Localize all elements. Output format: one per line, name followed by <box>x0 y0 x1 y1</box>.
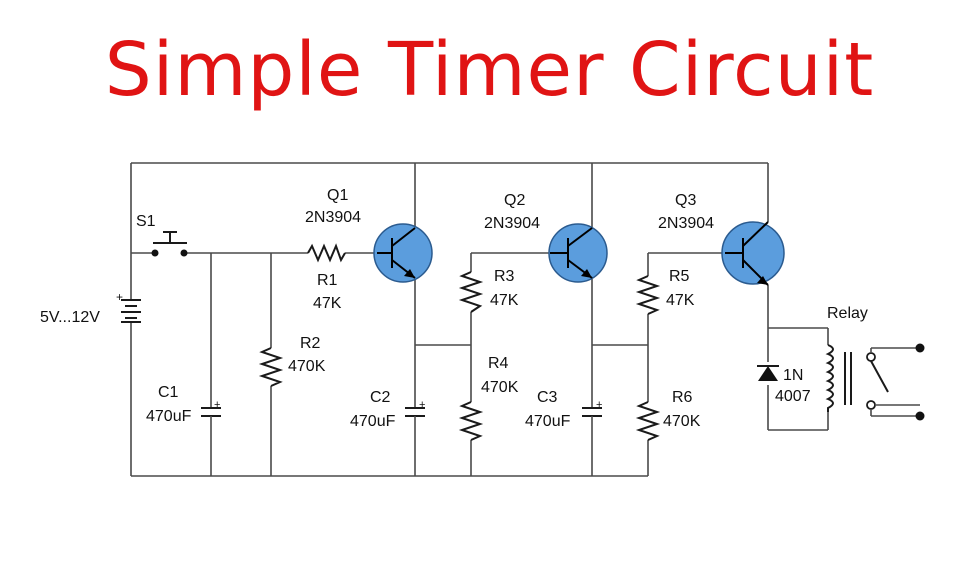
r3-value: 47K <box>490 292 519 309</box>
c2-value: 470uF <box>350 413 396 430</box>
r4-name: R4 <box>488 355 509 372</box>
diode-name: 1N <box>783 367 803 384</box>
diode-1n4007 <box>757 365 779 381</box>
battery <box>121 299 141 323</box>
resistor-r1 <box>307 243 346 263</box>
battery-plus: + <box>116 290 123 304</box>
r3-name: R3 <box>494 268 515 285</box>
labels: S1 5V...12V + Q1 2N3904 R1 47K R2 470K C… <box>40 187 868 430</box>
capacitor-c1 <box>201 407 221 424</box>
c3-name: C3 <box>537 389 558 406</box>
q3-name: Q3 <box>675 192 696 209</box>
c1-value: 470uF <box>146 408 192 425</box>
q2-type: 2N3904 <box>484 215 540 232</box>
c3-plus: + <box>596 399 602 411</box>
diagram-title: Simple Timer Circuit <box>104 27 875 113</box>
resistor-r5 <box>635 275 661 315</box>
q1-name: Q1 <box>327 187 348 204</box>
r6-value: 470K <box>663 413 701 430</box>
r4-value: 470K <box>481 379 519 396</box>
c1-name: C1 <box>158 384 179 401</box>
diode-value: 4007 <box>775 388 811 405</box>
capacitor-c3 <box>582 407 602 424</box>
c2-name: C2 <box>370 389 391 406</box>
battery-label: 5V...12V <box>40 309 100 326</box>
r2-value: 470K <box>288 358 326 375</box>
capacitor-c2 <box>405 407 425 424</box>
s1-label: S1 <box>136 213 156 230</box>
switch-s1 <box>151 231 188 257</box>
r2-name: R2 <box>300 335 321 352</box>
resistor-r6 <box>635 401 661 441</box>
relay-label: Relay <box>827 305 868 322</box>
resistor-r3 <box>458 271 484 313</box>
c2-plus: + <box>419 399 425 411</box>
transistor-q2 <box>548 223 608 283</box>
relay <box>825 343 925 421</box>
c1-plus: + <box>214 399 220 411</box>
r1-name: R1 <box>317 272 338 289</box>
resistor-r2 <box>258 347 284 387</box>
resistor-r4 <box>458 401 484 441</box>
r6-name: R6 <box>672 389 693 406</box>
wires <box>130 162 829 477</box>
q1-type: 2N3904 <box>305 209 361 226</box>
c3-value: 470uF <box>525 413 571 430</box>
transistor-q1 <box>373 223 433 283</box>
r1-value: 47K <box>313 295 342 312</box>
q2-name: Q2 <box>504 192 525 209</box>
r5-value: 47K <box>666 292 695 309</box>
r5-name: R5 <box>669 268 690 285</box>
q3-type: 2N3904 <box>658 215 714 232</box>
transistor-q3 <box>721 221 785 286</box>
